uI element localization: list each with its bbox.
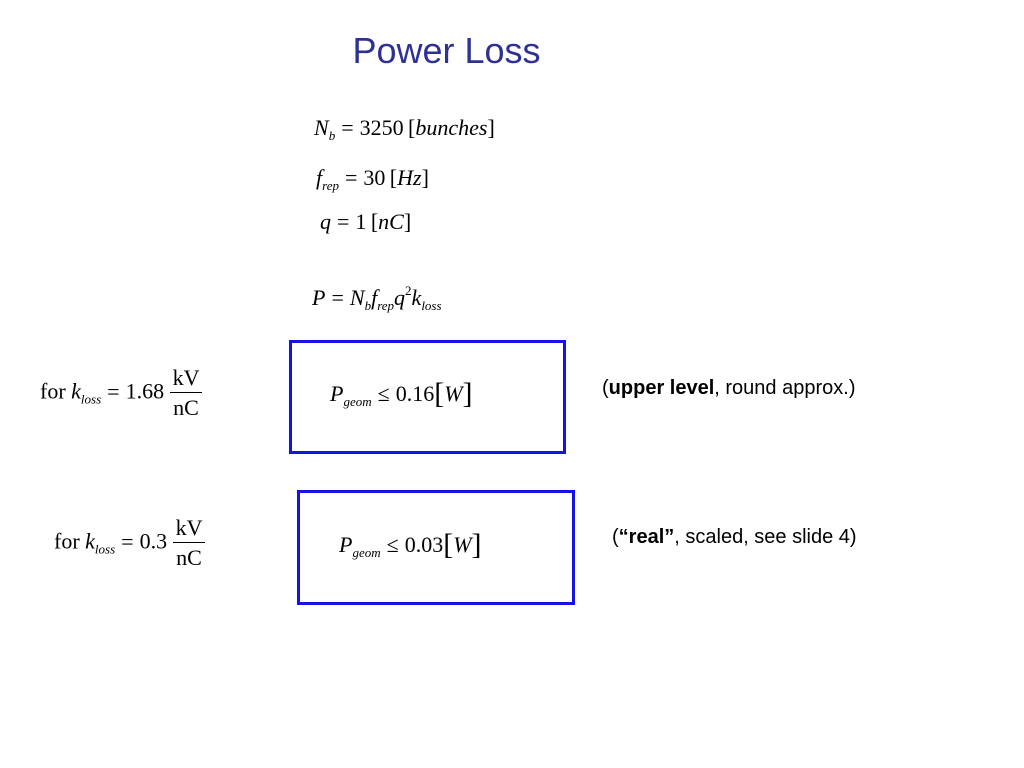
- case2-result-operator: ≤: [386, 532, 399, 557]
- nb-equation: Nb=3250 [bunches]: [314, 115, 495, 143]
- nb-value: 3250: [359, 115, 404, 140]
- case1-operator: =: [107, 378, 120, 404]
- formula-k-sub: loss: [421, 298, 442, 313]
- case2-for-label: for: [54, 528, 80, 554]
- case2-value: 0.3: [139, 528, 168, 554]
- case2-note: (“real”, scaled, see slide 4): [612, 526, 857, 549]
- frep-operator: =: [344, 165, 358, 190]
- formula-q-sup: 2: [405, 283, 412, 298]
- formula-q: q: [394, 285, 406, 310]
- q-symbol: q: [320, 209, 331, 234]
- slide-title: Power Loss: [352, 30, 541, 71]
- q-operator: =: [337, 209, 350, 234]
- case1-k: k: [71, 378, 81, 404]
- case1-value: 1.68: [125, 378, 165, 404]
- case2-note-open: (: [612, 526, 619, 548]
- nb-unit: bunches: [415, 115, 488, 140]
- frep-subscript: rep: [322, 178, 339, 193]
- case2-result-symbol: P: [339, 532, 353, 557]
- case2-note-rest: , scaled, see slide 4): [674, 526, 857, 548]
- power-formula: P=Nbfrepq2kloss: [312, 283, 442, 314]
- nb-operator: =: [341, 115, 354, 140]
- case2-result: Pgeom≤0.03[W]: [339, 528, 482, 561]
- case2-result-value: 0.03: [404, 532, 444, 557]
- frep-unit: Hz: [397, 165, 422, 190]
- formula-k: k: [411, 285, 422, 310]
- case2-k-sub: loss: [94, 541, 116, 557]
- formula-lhs: P: [312, 285, 326, 310]
- formula-operator: =: [331, 285, 344, 310]
- case2-result-sub: geom: [352, 545, 381, 560]
- case2-note-bold: “real”: [618, 526, 675, 548]
- formula-f: f: [371, 285, 378, 310]
- frep-symbol: f: [316, 165, 323, 190]
- formula-n: N: [349, 285, 365, 310]
- case2-condition: for kloss =0.3 kV nC: [54, 514, 206, 573]
- case1-note: (upper level, round approx.): [602, 377, 855, 400]
- case1-result-unit: W: [444, 381, 463, 406]
- nb-symbol: N: [314, 115, 329, 140]
- case1-unit-den: nC: [173, 395, 199, 420]
- case1-result: Pgeom≤0.16[W]: [330, 377, 473, 410]
- case1-unit-num: kV: [169, 364, 203, 393]
- case1-k-sub: loss: [80, 391, 102, 407]
- case1-condition: for kloss =1.68 kV nC: [40, 364, 203, 423]
- case1-note-bold: upper level: [608, 377, 715, 399]
- case1-for-label: for: [40, 378, 66, 404]
- case1-note-open: (: [602, 377, 609, 399]
- case2-operator: =: [121, 528, 134, 554]
- q-equation: q=1 [nC]: [320, 209, 412, 234]
- case1-result-operator: ≤: [377, 381, 390, 406]
- case1-result-box: [289, 340, 566, 454]
- case1-result-sub: geom: [343, 394, 372, 409]
- case1-result-symbol: P: [330, 381, 344, 406]
- case1-unit-fraction: kV nC: [169, 364, 203, 423]
- case2-unit-den: nC: [176, 545, 202, 570]
- nb-subscript: b: [328, 128, 336, 143]
- frep-equation: frep=30 [Hz]: [316, 165, 429, 193]
- case1-result-value: 0.16: [395, 381, 435, 406]
- frep-value: 30: [363, 165, 386, 190]
- case2-k: k: [85, 528, 95, 554]
- case2-unit-fraction: kV nC: [172, 514, 206, 573]
- case1-note-rest: , round approx.): [714, 377, 856, 399]
- case2-unit-num: kV: [172, 514, 206, 543]
- formula-f-sub: rep: [377, 298, 395, 313]
- case2-result-box: [297, 490, 575, 605]
- case2-result-unit: W: [453, 532, 472, 557]
- q-unit: nC: [378, 209, 404, 234]
- formula-n-sub: b: [364, 298, 372, 313]
- q-value: 1: [355, 209, 367, 234]
